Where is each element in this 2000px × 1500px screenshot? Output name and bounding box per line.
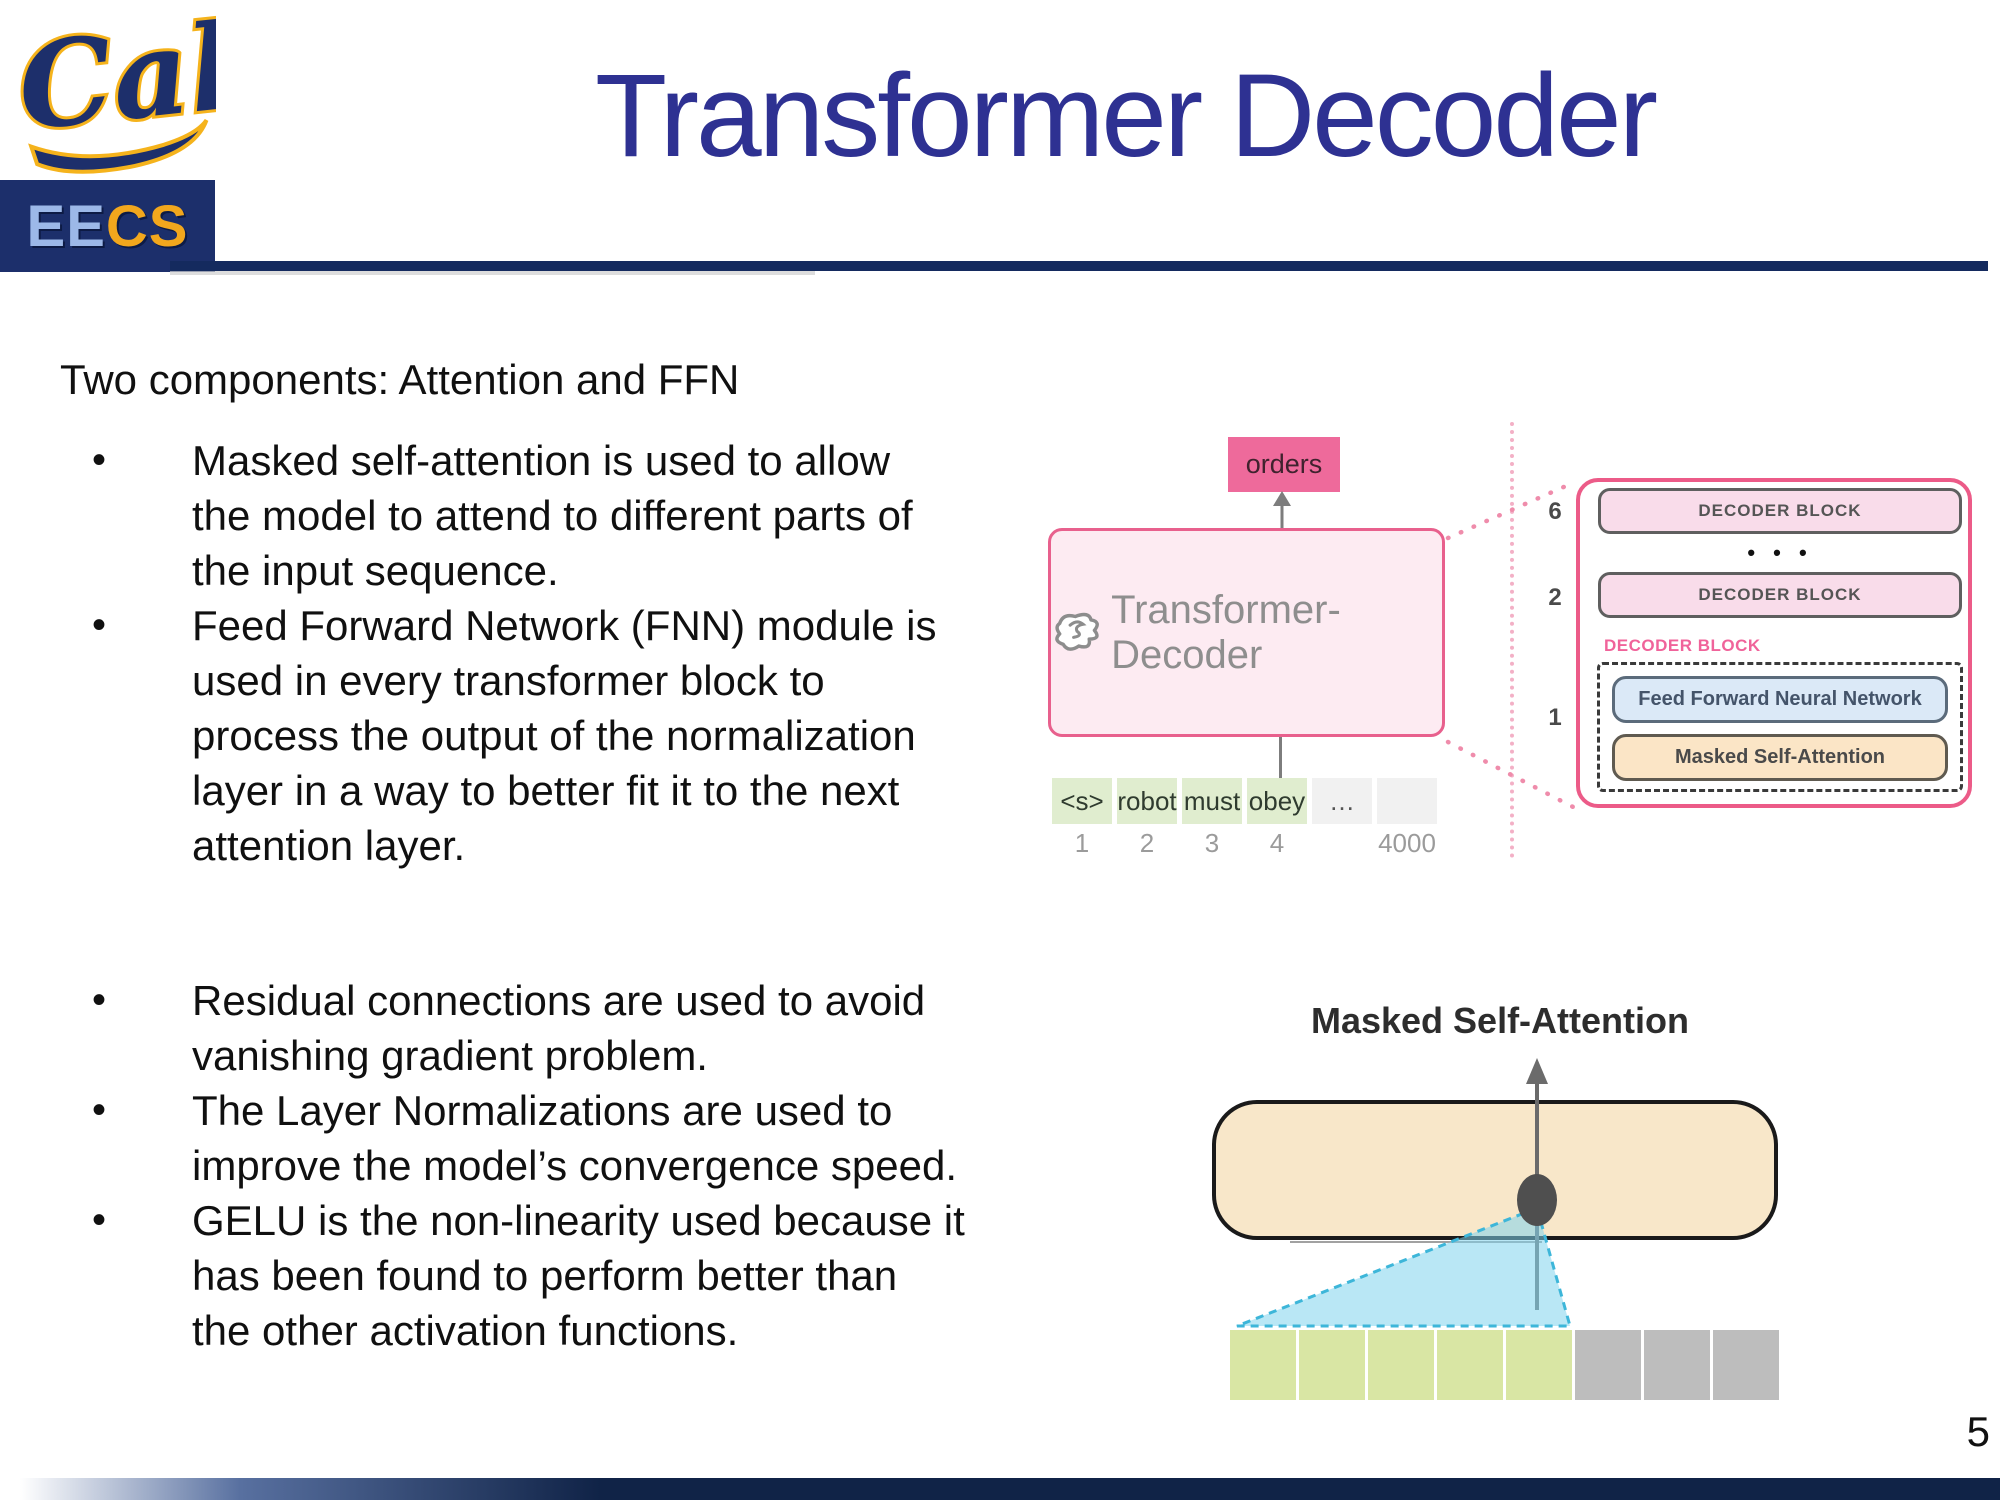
attention-cells-row bbox=[1230, 1330, 1779, 1400]
bullet-line: attention layer. bbox=[192, 822, 466, 869]
dotted-separator bbox=[1510, 422, 1514, 858]
attended-cell bbox=[1437, 1330, 1503, 1400]
position-label bbox=[1312, 828, 1372, 859]
swirl-icon bbox=[1055, 612, 1099, 651]
layer-number: 6 bbox=[1548, 498, 1562, 525]
attention-layer-box bbox=[1212, 1100, 1778, 1240]
eecs-cs-text: CS bbox=[105, 193, 189, 259]
bullet-line: the input sequence. bbox=[192, 547, 559, 594]
transformer-decoder-label: Transformer-Decoder bbox=[1111, 587, 1341, 677]
output-token-box: orders bbox=[1228, 437, 1340, 492]
eecs-ee-text: EE bbox=[26, 193, 106, 259]
decoder-block-label: DECODER BLOCK bbox=[1698, 585, 1862, 604]
attended-cell bbox=[1506, 1330, 1572, 1400]
bullet-icon: • bbox=[92, 1198, 107, 1242]
bullet-icon: • bbox=[92, 1088, 107, 1132]
token-cell: must bbox=[1182, 778, 1242, 824]
bullet-text: Masked self-attention is used to allow t… bbox=[192, 433, 913, 598]
list-item: • The Layer Normalizations are used to i… bbox=[60, 1083, 1075, 1193]
position-label: 1 bbox=[1074, 828, 1090, 858]
bullet-line: Masked self-attention is used to allow bbox=[192, 437, 891, 484]
intro-line: Two components: Attention and FFN bbox=[60, 356, 740, 403]
bullet-line: Feed Forward Network (FNN) module is bbox=[192, 602, 937, 649]
list-item: • Residual connections are used to avoid… bbox=[60, 973, 1075, 1083]
masked-cell bbox=[1713, 1330, 1779, 1400]
bullet-line: improve the model’s convergence speed. bbox=[192, 1142, 958, 1189]
bullet-text: Residual connections are used to avoid v… bbox=[192, 973, 925, 1083]
header-rule bbox=[170, 261, 1988, 271]
expanded-block-label: DECODER BLOCK bbox=[1604, 636, 1761, 655]
bullet-icon: • bbox=[92, 978, 107, 1022]
header-rule-shadow bbox=[170, 271, 815, 275]
layer-number: 2 bbox=[1548, 584, 1562, 611]
layer-number: 1 bbox=[1548, 704, 1562, 731]
input-arrow bbox=[1279, 737, 1282, 780]
position-label: 4 bbox=[1269, 828, 1285, 858]
attended-cell bbox=[1230, 1330, 1296, 1400]
token-cell: <s> bbox=[1052, 778, 1112, 824]
cal-script-icon: Cal bbox=[9, 4, 216, 174]
bullet-line: The Layer Normalizations are used to bbox=[192, 1087, 893, 1134]
svg-text:Cal: Cal bbox=[12, 4, 216, 157]
masked-self-attention-box: Masked Self-Attention bbox=[1612, 734, 1948, 781]
input-token-row: <s> robot must obey … bbox=[1052, 778, 1437, 824]
bullet-line: has been found to perform better than bbox=[192, 1252, 898, 1299]
token-cell: obey bbox=[1247, 778, 1307, 824]
bullet-line: process the output of the normalization bbox=[192, 712, 916, 759]
bullet-line: the other activation functions. bbox=[192, 1307, 739, 1354]
bullet-text: The Layer Normalizations are used to imp… bbox=[192, 1083, 957, 1193]
page-title: Transformer Decoder bbox=[595, 50, 1658, 182]
position-label: 2 bbox=[1139, 828, 1155, 858]
bottom-bar bbox=[0, 1478, 2000, 1500]
decoder-block-middle: DECODER BLOCK bbox=[1598, 572, 1962, 618]
bullet-line: Residual connections are used to avoid bbox=[192, 977, 926, 1024]
body-text-column: Two components: Attention and FFN • Mask… bbox=[60, 352, 1075, 1358]
bullet-line: the model to attend to different parts o… bbox=[192, 492, 913, 539]
position-label: 4000 bbox=[1378, 828, 1436, 858]
list-item: • Feed Forward Network (FNN) module is u… bbox=[60, 598, 1075, 873]
attention-diagram-title: Masked Self-Attention bbox=[1310, 1000, 1690, 1041]
expanded-block-outline bbox=[1597, 662, 1963, 792]
token-position-row: 1 2 3 4 4000 bbox=[1052, 828, 1437, 859]
output-token-label: orders bbox=[1245, 449, 1323, 479]
token-cell: robot bbox=[1117, 778, 1177, 824]
second-bullet-group: • Residual connections are used to avoid… bbox=[60, 973, 1075, 1358]
output-arrow-icon bbox=[1273, 491, 1291, 530]
attended-cell bbox=[1299, 1330, 1365, 1400]
list-item: • Masked self-attention is used to allow… bbox=[60, 433, 1075, 598]
bullet-text: GELU is the non-linearity used because i… bbox=[192, 1193, 965, 1358]
decoder-block-label: DECODER BLOCK bbox=[1698, 501, 1862, 520]
decoder-block-top: DECODER BLOCK bbox=[1598, 488, 1962, 534]
transformer-decoder-box: Transformer-Decoder bbox=[1048, 528, 1445, 737]
masked-cell bbox=[1644, 1330, 1710, 1400]
feed-forward-label: Feed Forward Neural Network bbox=[1638, 688, 1922, 710]
attended-cell bbox=[1368, 1330, 1434, 1400]
bullet-line: GELU is the non-linearity used because i… bbox=[192, 1197, 965, 1244]
stack-ellipsis: • • • bbox=[1747, 540, 1813, 565]
feed-forward-box: Feed Forward Neural Network bbox=[1612, 676, 1948, 723]
bullet-icon: • bbox=[92, 438, 107, 482]
bullet-icon: • bbox=[92, 603, 107, 647]
bullet-line: used in every transformer block to bbox=[192, 657, 825, 704]
masked-self-attention-label: Masked Self-Attention bbox=[1674, 746, 1886, 768]
position-label: 3 bbox=[1204, 828, 1220, 858]
page-number: 5 bbox=[1966, 1408, 1990, 1455]
zoom-connector-dots bbox=[1445, 479, 1578, 811]
token-cell-empty bbox=[1377, 778, 1437, 824]
masked-cell bbox=[1575, 1330, 1641, 1400]
list-item: • GELU is the non-linearity used because… bbox=[60, 1193, 1075, 1358]
bullet-line: layer in a way to better fit it to the n… bbox=[192, 767, 900, 814]
token-cell-ellipsis: … bbox=[1312, 778, 1372, 824]
bullet-text: Feed Forward Network (FNN) module is use… bbox=[192, 598, 937, 873]
bullet-line: vanishing gradient problem. bbox=[192, 1032, 708, 1079]
cal-logo: Cal bbox=[6, 4, 216, 180]
